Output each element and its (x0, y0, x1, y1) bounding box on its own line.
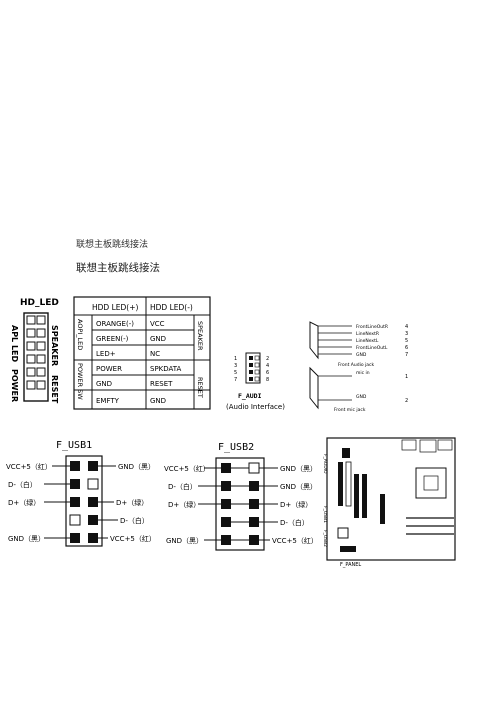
table-cell: SPKDATA (150, 365, 181, 373)
apl-led-label: APL LED (10, 325, 19, 363)
jack-line-num: 6 (405, 345, 408, 351)
f-audi-subtitle: (Audio Interface) (226, 403, 285, 411)
table-cell: NC (150, 350, 160, 358)
pin-number: 7 (234, 377, 237, 383)
usb1-left-label: D-（白） (8, 480, 37, 489)
audio-jack-diagram: FrontLineOutR 4 LineNextR 3 LineNextL 5 … (309, 321, 408, 413)
jack-line-label: LineNextR (356, 331, 379, 337)
f-usb2-title: F_USB2 (218, 442, 254, 453)
usb2-left-label: D+（绿） (168, 500, 200, 509)
group-label: POWER SW (76, 363, 84, 400)
jack-line-num: 3 (405, 331, 408, 337)
mb-label: F_USB2 (322, 530, 328, 547)
pin-number: 3 (234, 363, 237, 369)
mb-label: F_PANEL (340, 562, 361, 568)
pin-table: HDD LED(+) HDD LED(-) ORANGE(-) VCC GREE… (73, 296, 211, 410)
pin-number: 5 (234, 370, 237, 376)
jack-line-label: FrontLineOutL (356, 345, 388, 351)
mb-label: F_USB1 (322, 506, 328, 523)
mic-num: 1 (405, 374, 408, 380)
table-cell: EMFTY (96, 397, 120, 405)
pin-number: 6 (266, 370, 269, 376)
speaker-label: SPEAKER (50, 325, 59, 366)
usb1-right-label: D+（绿） (116, 498, 148, 507)
mic-in-label: mic in (356, 370, 370, 376)
usb2-left-label: VCC+5（红） (164, 464, 210, 473)
f-audi-title: F_AUDI (238, 392, 262, 400)
table-cell: GREEN(-) (96, 335, 129, 343)
jack-line-label: GND (356, 352, 367, 358)
table-cell: GND (150, 397, 166, 405)
usb2-right-label: GND（黑） (280, 465, 317, 473)
usb2-right-label: D-（白） (280, 518, 309, 527)
jack-line-label: FrontLineOutR (356, 324, 388, 330)
usb1-left-label: D+（绿） (8, 498, 40, 507)
usb1-left-label: VCC+5（红） (6, 462, 52, 471)
power-label: POWER (10, 369, 19, 402)
hd-led-label: HD_LED (20, 298, 59, 308)
jack-line-label: LineNextL (356, 338, 379, 344)
mb-label: F_AUDIO (322, 454, 328, 474)
usb2-right-label: D+（绿） (280, 500, 312, 509)
table-cell: RESET (150, 380, 173, 388)
table-cell: GND (96, 380, 112, 388)
table-header-cell: HDD LED(+) (92, 303, 138, 312)
table-cell: POWER (96, 365, 122, 373)
jack-line-num: 7 (405, 352, 408, 358)
pin-number: 4 (266, 363, 269, 369)
front-mic-jack-label: Front mic jack (334, 407, 366, 413)
usb2-left-label: GND（黑） (166, 537, 203, 545)
usb1-right-label: D-（白） (120, 516, 149, 525)
jack-line-num: 5 (405, 338, 408, 344)
group-label: AOPI_LED (76, 319, 84, 350)
pin-number: 8 (266, 377, 269, 383)
front-audio-jack-label: Front Audio jack (338, 362, 375, 368)
gnd-num: 2 (405, 398, 408, 404)
motherboard-diagram: F_AUDIO F_USB1 F_USB2 F_PANEL (322, 437, 456, 568)
usb1-right-label: VCC+5（红） (110, 534, 156, 543)
table-header-cell: HDD LED(-) (150, 303, 193, 312)
heading-small: 联想主板跳线接法 (76, 240, 149, 250)
usb2-right-label: GND（黑） (280, 483, 317, 491)
table-cell: ORANGE(-) (96, 320, 134, 328)
jack-line-num: 4 (405, 324, 408, 330)
usb1-left-label: GND（黑） (8, 535, 45, 543)
table-cell: GND (150, 335, 166, 343)
f-audi-diagram: 1 3 5 7 2 4 6 8 F_AUDI (Audio Interface) (226, 352, 285, 411)
table-cell: VCC (150, 320, 165, 328)
usb2-right-label: VCC+5（红） (272, 536, 318, 545)
heading-large: 联想主板跳线接法 (76, 262, 160, 274)
usb2-left-label: D-（白） (168, 482, 197, 491)
usb1-right-label: GND（黑） (118, 463, 155, 471)
f-usb2-diagram: F_USB2 VCC+5（红） D-（白） D+（绿） GND（黑） GND（黑… (164, 442, 318, 551)
reset-label: RESET (50, 375, 59, 404)
f-usb1-diagram: F_USB1 VCC+5（红） D-（白） D+（绿） GND（黑） GND（黑… (6, 440, 156, 547)
group-label: SPEAKER (196, 321, 204, 351)
table-cell: LED+ (96, 350, 116, 358)
front-panel-diagram: HD_LED APL LED POWER SPEAKER RESET HDD L… (10, 296, 211, 410)
pin-number: 2 (266, 356, 269, 362)
pin-number: 1 (234, 356, 237, 362)
group-label: RESET (196, 377, 204, 398)
gnd-label: GND (356, 394, 367, 400)
f-usb1-title: F_USB1 (56, 440, 92, 451)
